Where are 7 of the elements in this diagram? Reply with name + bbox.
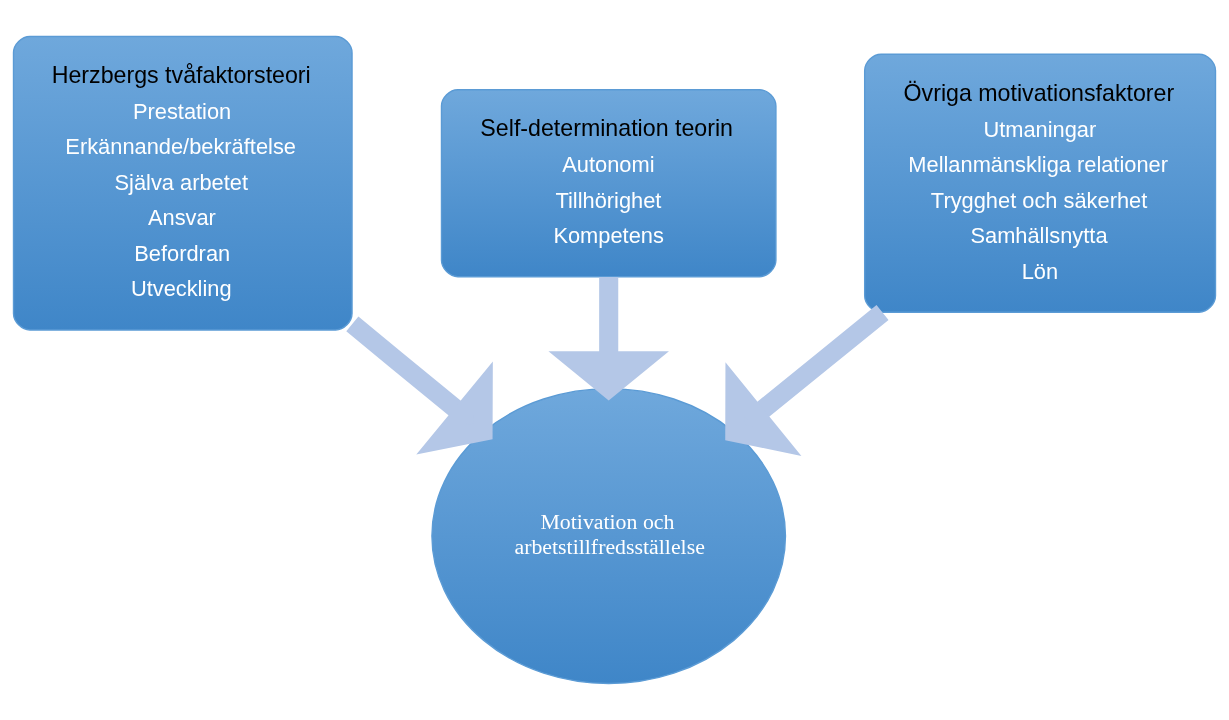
arrow <box>346 316 493 455</box>
arrow <box>725 305 889 456</box>
arrow <box>548 277 669 401</box>
node-box: Self-determination teorin Autonomi Tillhörighet Kompetens <box>440 89 777 278</box>
node-box: Herzbergs tvåfaktorsteori Prestation Erkännande/bekräftelse Själva arbetet Ansvar Befordran Utveckling <box>12 35 353 331</box>
node-box: Övriga motivationsfaktorer Utmaningar Mellanmänskliga relationer Trygghet och säkerhet Samhällsnytta Lön <box>863 53 1217 313</box>
node-ellipse: Motivation och arbetstillfredsställelse <box>431 388 787 685</box>
